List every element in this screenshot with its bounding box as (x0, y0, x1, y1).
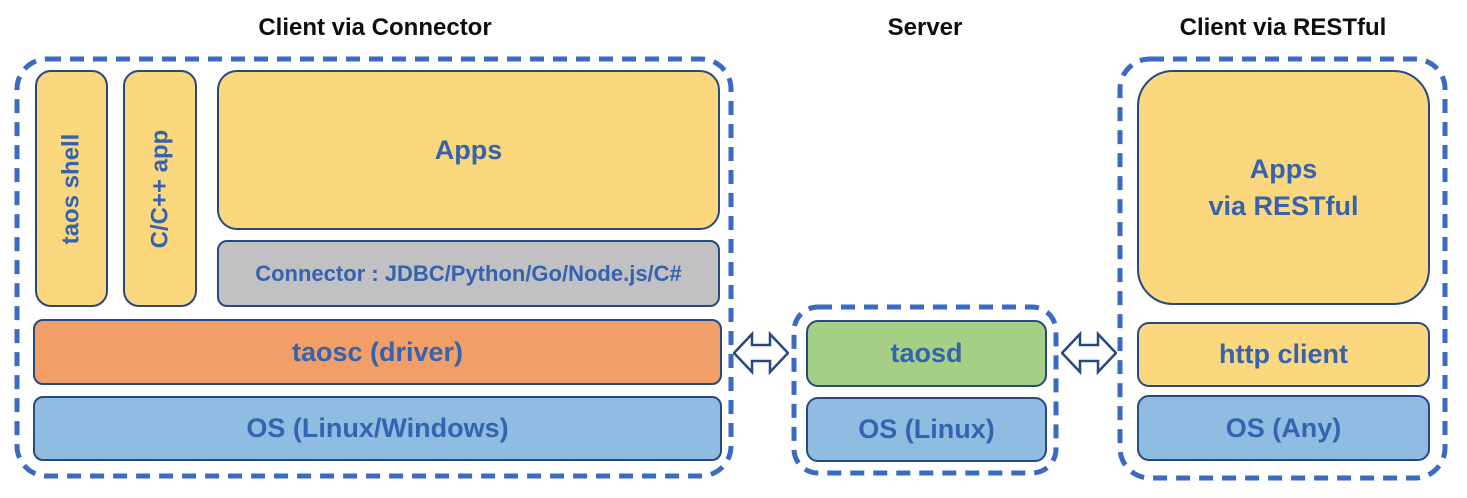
c-cpp-app-label: C/C++ app (146, 129, 174, 248)
apps-box: Apps (217, 70, 720, 230)
taos-shell-box: taos shell (35, 70, 108, 307)
apps-via-restful-box: Apps via RESTful (1137, 70, 1430, 305)
os-any-label: OS (Any) (1225, 412, 1342, 443)
bidirectional-arrow-icon (733, 331, 789, 375)
taosc-driver-label: taosc (driver) (291, 336, 464, 367)
os-linux-windows-box: OS (Linux/Windows) (33, 396, 722, 461)
connector-box: Connector : JDBC/Python/Go/Node.js/C# (217, 240, 720, 307)
os-linux-box: OS (Linux) (806, 397, 1047, 462)
section-title-server: Server (887, 14, 963, 41)
http-client-box: http client (1137, 322, 1430, 387)
section-title-client-connector: Client via Connector (258, 14, 492, 41)
taosc-driver-box: taosc (driver) (33, 319, 722, 385)
apps-label: Apps (434, 134, 503, 165)
connector-label: Connector : JDBC/Python/Go/Node.js/C# (255, 260, 682, 286)
http-client-label: http client (1219, 339, 1348, 370)
apps-via-restful-label: Apps via RESTful (1208, 154, 1359, 221)
taosd-label: taosd (890, 338, 963, 369)
c-cpp-app-box: C/C++ app (123, 70, 197, 307)
bidirectional-arrow-icon (1061, 331, 1117, 375)
os-any-box: OS (Any) (1137, 395, 1430, 461)
os-linux-label: OS (Linux) (858, 414, 995, 445)
taos-shell-label: taos shell (57, 133, 85, 244)
taosd-box: taosd (806, 320, 1047, 387)
section-title-client-restful: Client via RESTful (1179, 14, 1387, 41)
os-linux-windows-label: OS (Linux/Windows) (246, 413, 509, 444)
